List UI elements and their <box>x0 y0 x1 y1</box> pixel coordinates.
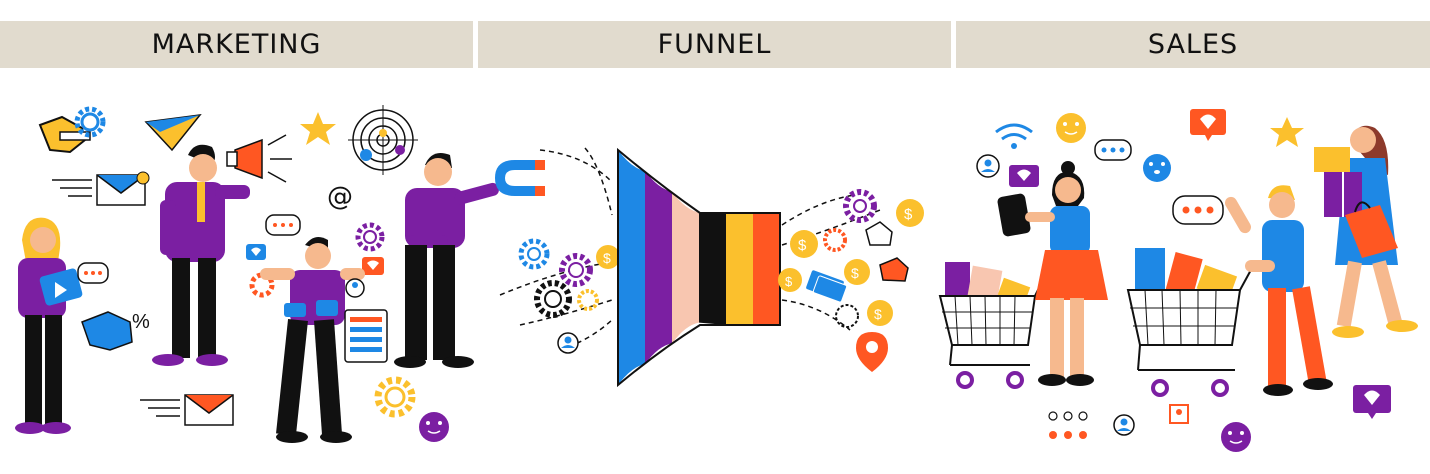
star-icon <box>300 112 336 145</box>
coin-icon: $ <box>896 199 924 227</box>
dollar-symbol: $ <box>785 274 793 289</box>
funnel-title: FUNNEL <box>657 29 772 60</box>
chat-bubble-icon <box>77 262 109 284</box>
funnel-outline <box>617 147 781 388</box>
shopping-cart-icon <box>1126 248 1253 397</box>
dollar-symbol: $ <box>603 250 611 266</box>
user-icon <box>976 154 1000 178</box>
paper-plane-icon <box>144 114 202 152</box>
sales-header: SALES <box>956 21 1430 68</box>
hand-pointer-icon <box>38 115 91 154</box>
user-icon <box>345 278 365 298</box>
coin-icon: $ <box>596 245 620 269</box>
gear-icon <box>74 106 106 138</box>
chat-bubble-icon <box>1048 411 1088 439</box>
sales-title: SALES <box>1147 29 1239 60</box>
gear-icon <box>559 253 593 287</box>
funnel-band <box>726 213 753 325</box>
envelope-icon <box>140 394 234 426</box>
dollar-symbol: $ <box>798 237 807 254</box>
user-icon <box>557 332 579 354</box>
shopping-bag-icon <box>1345 201 1398 258</box>
magnet-icon <box>495 160 545 196</box>
young-man-figure <box>260 236 365 443</box>
funnel-band <box>672 191 699 344</box>
user-icon <box>1169 404 1189 424</box>
funnel-band <box>699 212 726 325</box>
gift-box-icon <box>1314 147 1362 217</box>
chat-bubble-icon <box>1172 195 1224 225</box>
gear-icon <box>843 189 877 223</box>
gear-icon <box>534 280 572 318</box>
target-icon <box>348 105 418 175</box>
shopping-cart-icon <box>938 262 1049 389</box>
dollar-symbol: $ <box>904 206 913 223</box>
gear-icon <box>835 304 859 328</box>
percent-symbol: % <box>132 311 150 333</box>
heart-message-icon <box>1353 385 1391 419</box>
location-pin-icon <box>856 332 888 372</box>
star-icon <box>1270 117 1304 147</box>
funnel-shape <box>617 147 781 388</box>
coin-icon: $ <box>844 259 870 285</box>
heart-message-icon <box>1190 109 1226 141</box>
thumbs-up-icon <box>865 221 893 246</box>
gear-icon <box>374 376 416 418</box>
marketing-illustration: @ % <box>15 105 499 443</box>
emoji-icon <box>1056 113 1086 143</box>
megaphone-icon <box>226 134 292 183</box>
at-symbol: @ <box>327 182 353 212</box>
emoji-icon <box>1143 154 1171 182</box>
shopper-woman-figure <box>997 161 1108 386</box>
dollar-symbol: $ <box>851 265 859 281</box>
funnel-band <box>618 150 645 385</box>
funnel-illustration: $ $ $ $ <box>495 147 924 388</box>
shopper-man-figure <box>1225 185 1333 396</box>
funnel-header: FUNNEL <box>478 21 951 68</box>
thumbs-up-icon <box>879 257 909 282</box>
sales-illustration <box>938 109 1418 452</box>
woman-figure <box>15 217 83 434</box>
like-icon <box>246 244 266 260</box>
man-megaphone-figure <box>152 144 250 366</box>
gear-icon <box>249 272 275 298</box>
money-icon <box>806 270 848 303</box>
emoji-icon <box>1221 422 1251 452</box>
wifi-icon <box>995 123 1033 149</box>
marketing-header: MARKETING <box>0 21 473 68</box>
emoji-icon <box>419 412 449 442</box>
man-magnet-figure <box>394 152 499 368</box>
coin-icon: $ <box>790 230 818 258</box>
funnel-band <box>753 213 780 325</box>
gear-icon <box>355 222 385 252</box>
heart-message-icon <box>362 257 384 275</box>
document-icon <box>344 309 388 363</box>
heart-message-icon <box>1009 165 1039 187</box>
envelope-icon <box>52 171 150 206</box>
coin-icon: $ <box>867 300 893 326</box>
coin-icon: $ <box>778 268 802 292</box>
gear-icon <box>577 289 599 311</box>
dollar-symbol: $ <box>874 306 882 322</box>
marketing-title: MARKETING <box>151 29 322 60</box>
gear-icon <box>518 238 550 270</box>
like-icon <box>81 311 133 351</box>
gear-icon <box>823 228 847 252</box>
chat-bubble-icon <box>1094 139 1132 161</box>
chat-bubble-icon <box>265 214 301 236</box>
user-icon <box>1113 414 1135 436</box>
funnel-band <box>645 170 672 365</box>
